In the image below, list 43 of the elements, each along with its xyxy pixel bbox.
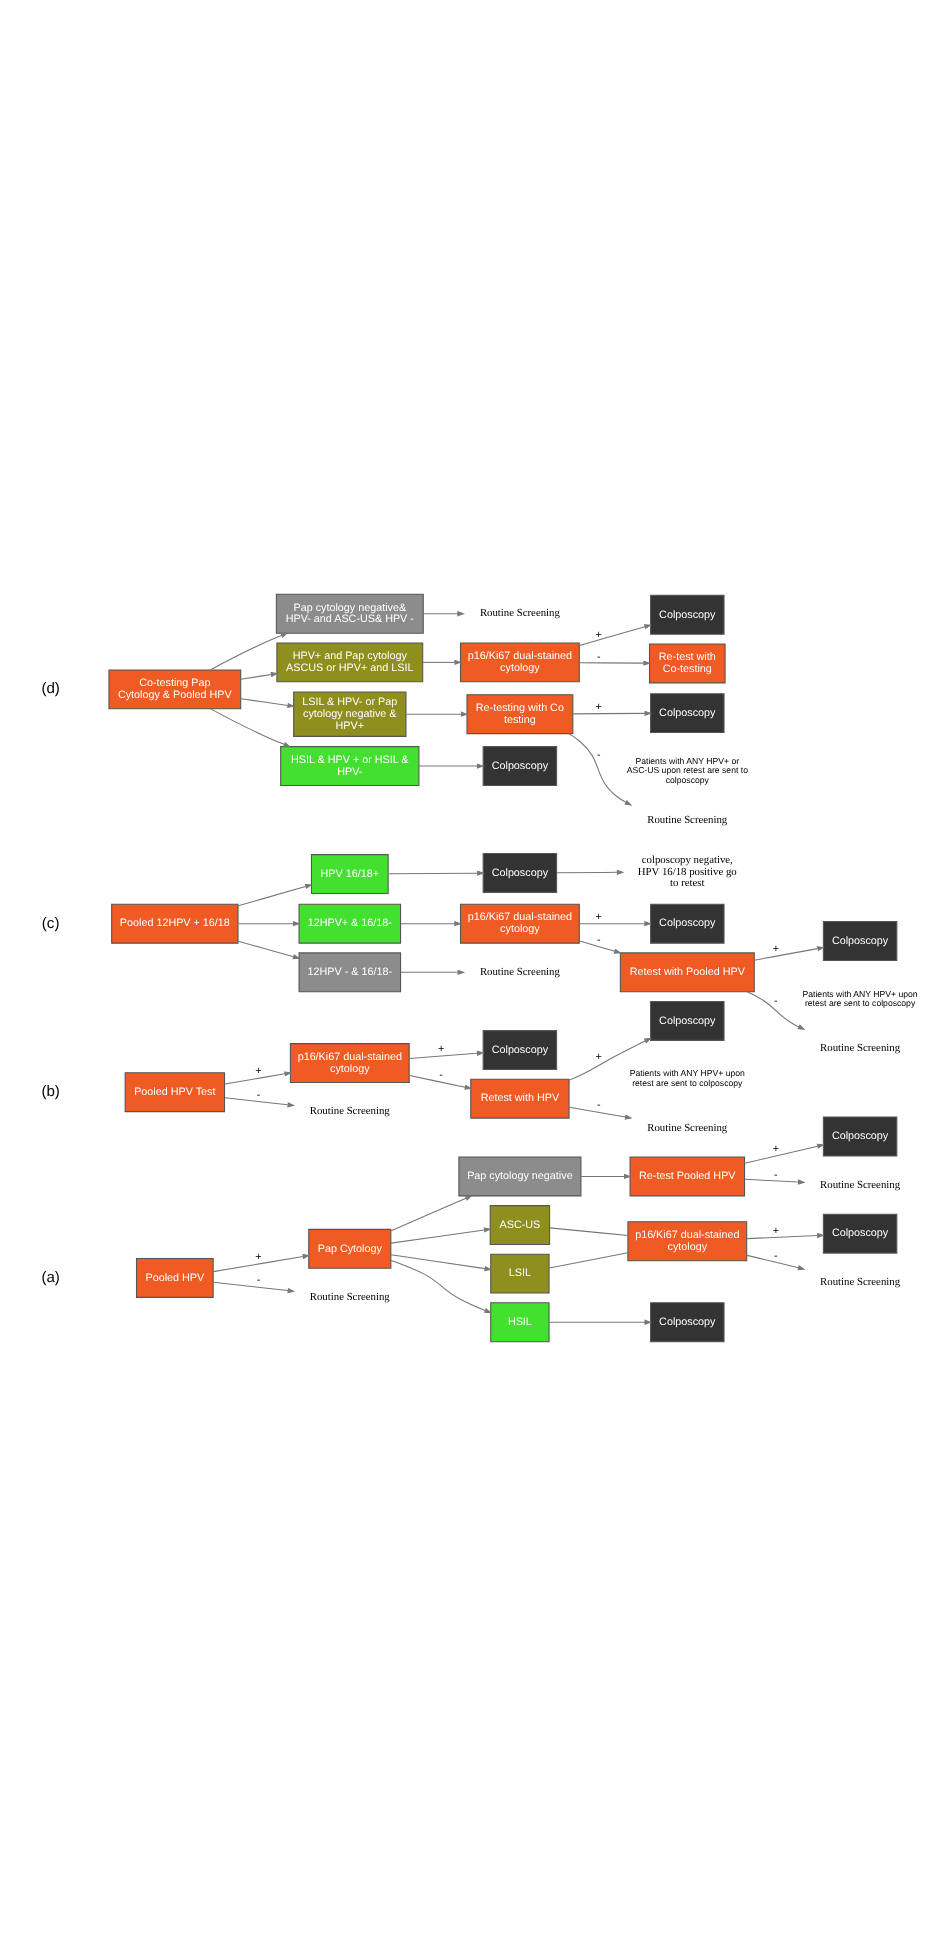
arrow — [746, 1232, 825, 1240]
arrow — [405, 711, 469, 717]
arrow — [568, 733, 633, 806]
arrow — [237, 940, 301, 960]
arrow — [224, 1071, 292, 1085]
arrow — [422, 659, 462, 665]
arrow — [409, 1074, 473, 1090]
arrow — [579, 660, 651, 666]
arrow — [746, 1254, 806, 1271]
arrow — [237, 921, 301, 927]
arrow — [579, 624, 652, 646]
arrow — [400, 921, 462, 927]
arrow — [744, 1178, 806, 1185]
connector — [549, 1227, 629, 1237]
arrow — [224, 1097, 296, 1108]
arrow — [390, 1254, 493, 1272]
arrow — [568, 1106, 633, 1120]
arrow — [572, 710, 653, 717]
arrow — [409, 1050, 485, 1060]
arrow — [212, 1253, 311, 1273]
arrow — [746, 991, 806, 1030]
arrow — [556, 869, 625, 875]
arrow — [744, 1143, 825, 1164]
arrow — [423, 611, 465, 617]
arrow — [568, 1037, 652, 1081]
arrow — [418, 763, 485, 769]
connector — [548, 1252, 629, 1269]
arrow — [400, 969, 466, 975]
arrow — [210, 708, 292, 748]
arrow — [390, 1227, 492, 1244]
arrow — [387, 870, 485, 876]
arrow — [212, 1281, 296, 1294]
arrow — [210, 632, 289, 671]
arrow — [548, 1319, 653, 1325]
arrow — [579, 940, 622, 954]
arrow — [240, 698, 296, 709]
arrow — [390, 1195, 473, 1232]
arrow — [579, 921, 652, 927]
arrow — [580, 1173, 632, 1180]
arrow — [237, 883, 313, 907]
arrow — [240, 671, 279, 680]
arrow — [390, 1259, 492, 1314]
arrow — [753, 946, 825, 961]
